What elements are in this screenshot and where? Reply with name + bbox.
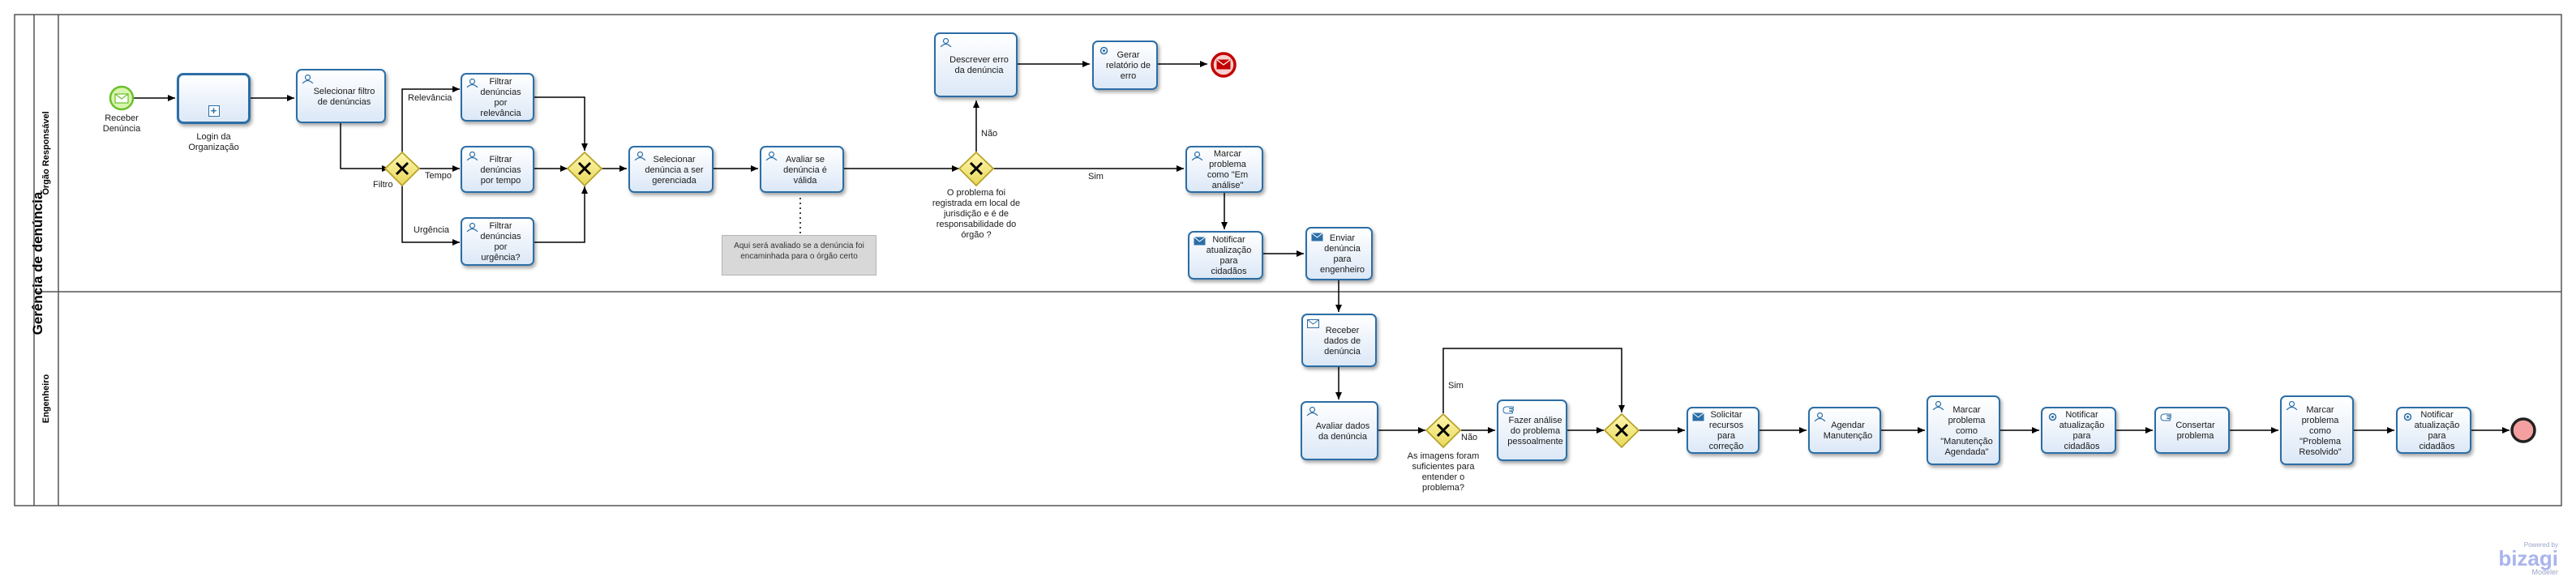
task-filtrar-relevancia[interactable]: Filtrar denúncias por relevância <box>461 73 534 122</box>
task-enviar-engenheiro[interactable]: Enviar denúncia para engenheiro <box>1305 227 1373 280</box>
sequence-flows <box>134 61 2510 434</box>
user-task-icon <box>940 38 952 47</box>
exclusive-x-icon <box>1436 423 1451 438</box>
gateway-label-imagens: As imagens foram suficientes para entend… <box>1407 451 1480 493</box>
flow-label-nao-1: Não <box>981 129 998 139</box>
task-receber-dados[interactable]: Receber dados de denúncia <box>1301 314 1377 367</box>
task-solicitar-recursos[interactable]: Solicitar recursos para correção <box>1687 407 1759 454</box>
exclusive-x-icon <box>1614 423 1629 438</box>
send-message-icon <box>1311 233 1323 241</box>
task-filtrar-tempo[interactable]: Filtrar denúncias por tempo <box>461 146 534 193</box>
lane-title-orgao: Órgão Responsável <box>41 111 51 195</box>
user-task-icon <box>466 79 478 88</box>
expand-plus-icon[interactable]: + <box>208 105 220 117</box>
flow-relevancia <box>401 86 460 156</box>
end-event-error[interactable] <box>1211 52 1237 78</box>
flow-urgencia-to-merge <box>534 186 588 243</box>
task-filtrar-urgencia[interactable]: Filtrar denúncias por urgência? <box>461 217 534 266</box>
user-task-icon <box>1814 412 1826 421</box>
user-task-icon <box>302 75 314 83</box>
gateway-filtro[interactable] <box>384 151 421 187</box>
user-task-icon <box>634 152 646 160</box>
user-task-icon <box>765 152 778 160</box>
bizagi-logo: Powered by bizagi Modeler <box>2498 541 2558 576</box>
flow-sim-bypass <box>1442 348 1625 413</box>
exclusive-x-icon <box>395 161 409 176</box>
send-message-icon <box>1194 237 1206 246</box>
pool-border <box>14 14 2562 506</box>
task-marcar-resolvido[interactable]: Marcar problema como "Problema Resolvido… <box>2280 395 2354 465</box>
task-consertar[interactable]: Consertar problema <box>2154 407 2230 454</box>
user-task-icon <box>1306 407 1318 416</box>
user-task-icon <box>466 223 478 232</box>
gateway-merge-filtros[interactable] <box>566 151 603 187</box>
manual-task-icon <box>1502 406 1514 414</box>
service-task-icon <box>1099 46 1108 55</box>
subprocess-login[interactable]: + <box>177 73 251 124</box>
gateway-imagens[interactable] <box>1425 412 1462 449</box>
subprocess-label: Login da Organização <box>188 132 239 152</box>
start-event[interactable] <box>109 85 135 111</box>
service-task-icon <box>2048 412 2057 421</box>
exclusive-x-icon <box>577 161 592 176</box>
send-message-icon <box>1692 412 1704 421</box>
user-task-icon <box>1932 401 1944 410</box>
receive-message-icon <box>1307 319 1319 328</box>
exclusive-x-icon <box>969 161 984 176</box>
text-annotation: Aqui será avaliado se a denúncia foi enc… <box>722 235 877 276</box>
lane-title-engenheiro: Engenheiro <box>41 374 51 424</box>
manual-task-icon <box>2160 413 2171 421</box>
flow-label-nao-2: Não <box>1461 433 1478 442</box>
task-gerar-relatorio[interactable]: Gerar relatório de erro <box>1092 41 1158 90</box>
task-fazer-analise[interactable]: Fazer análise do problema pessoalmente <box>1497 399 1567 461</box>
task-selecionar-filtro[interactable]: Selecionar filtro de denúncias <box>296 69 386 123</box>
user-task-icon <box>2286 401 2298 410</box>
gateway-jurisdicao[interactable] <box>958 151 995 187</box>
flow-label-sim-2: Sim <box>1448 381 1464 391</box>
user-task-icon <box>1191 152 1203 160</box>
gateway-merge-analise[interactable] <box>1603 412 1640 449</box>
task-marcar-em-analise[interactable]: Marcar problema como "Em análise" <box>1185 146 1263 193</box>
flow-label-relevancia: Relevância <box>408 93 452 103</box>
end-event[interactable] <box>2510 417 2536 443</box>
flow-urgencia <box>401 182 460 246</box>
gateway-label-jurisdicao: O problema foi registrada em local de ju… <box>932 188 1021 240</box>
service-task-icon <box>2403 412 2412 421</box>
task-avaliar-denuncia[interactable]: Avaliar se denúncia é válida <box>760 146 844 193</box>
start-event-label: Receber Denúncia <box>102 113 141 134</box>
flow-label-tempo: Tempo <box>425 171 452 181</box>
task-notificar-3[interactable]: Notificar atualização para cidadãos <box>2396 407 2471 454</box>
flow-filtro-to-gateway <box>340 123 389 172</box>
task-marcar-agendada[interactable]: Marcar problema como "Manutenção Agendad… <box>1927 395 2000 465</box>
user-task-icon <box>466 152 478 160</box>
task-selecionar-denuncia[interactable]: Selecionar denúncia a ser gerenciada <box>628 146 714 193</box>
task-notificar-1[interactable]: Notificar atualização para cidadãos <box>1188 231 1263 280</box>
gateway-label-filtro: Filtro <box>373 180 393 190</box>
task-avaliar-dados[interactable]: Avaliar dados da denúncia <box>1301 401 1378 460</box>
task-descrever-erro[interactable]: Descrever erro da denúncia <box>934 32 1018 97</box>
task-notificar-2[interactable]: Notificar atualização para cidadãos <box>2041 407 2116 454</box>
flow-relevancia-to-merge <box>534 96 588 151</box>
flow-label-sim-1: Sim <box>1088 172 1104 182</box>
flow-label-urgencia: Urgência <box>414 225 450 235</box>
task-agendar[interactable]: Agendar Manutenção <box>1808 407 1881 454</box>
